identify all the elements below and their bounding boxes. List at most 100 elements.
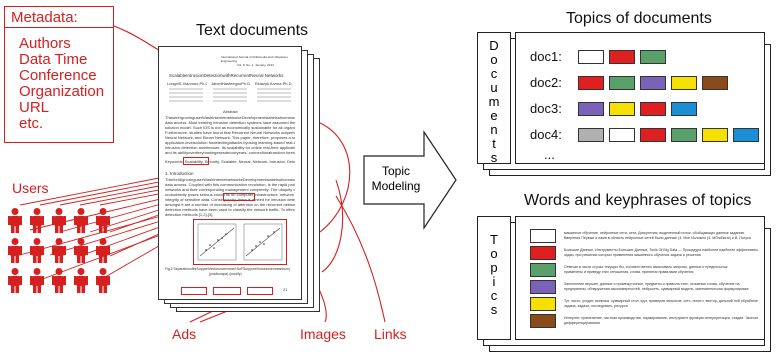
topic-keyphrases: Отвечая в части строки текущих бы, соотв… — [564, 265, 758, 274]
abstract-line: Furthermore, studies have found that Rec… — [165, 130, 295, 135]
author-details — [169, 88, 291, 102]
vertical-letter: D — [489, 38, 499, 53]
links-curve-2 — [321, 179, 344, 273]
person-icon — [74, 208, 88, 233]
topic-keyphrase-line: задач, при решении которых применения ма… — [564, 252, 701, 257]
intro-line: detection methods [1,2]-[3]. — [165, 212, 214, 217]
intro-line: networks and their corresponding managem… — [165, 187, 295, 192]
topic-keyphrase-line: дифференцирования — [564, 320, 600, 325]
topic-keyphrases: Тут, часто, уходит, выписка, суммарный с… — [564, 299, 758, 308]
topic-color-swatch — [609, 50, 635, 64]
topic-color-swatch — [530, 280, 556, 294]
link-highlight — [223, 193, 255, 201]
ad-box — [247, 287, 273, 295]
abstract-line: solution model. Such IDS is not as econo… — [165, 125, 295, 130]
abstract-line: ThiswireIgnoringuserWashIntemetnetworkeD… — [165, 115, 295, 120]
abstract-line: application-levelsolution fordetectingat… — [165, 140, 295, 145]
doc-label: doc4: — [530, 127, 562, 142]
abstract-line: intrusion detection architecture. Its sc… — [165, 145, 295, 150]
person-icon — [30, 238, 44, 263]
users-group — [8, 208, 110, 293]
metadata-list: Authors Data Time Conference Organizatio… — [4, 27, 114, 143]
paper-author: Eldazyk Arzma Ph.D. — [255, 81, 293, 86]
intro-line: detection methods have been used to clas… — [165, 207, 295, 212]
intro-body: ThisHeIdIgnoringuserWashIntemetnetworkeD… — [165, 177, 295, 217]
vertical-letter: o — [490, 52, 498, 67]
topic-keyphrase-line: задача, задачи, последовать, ресурса — [564, 303, 628, 308]
topic-color-swatch — [640, 76, 666, 90]
topic-keyphrases: Большие Данные, Инструменты Больших Данн… — [564, 248, 758, 257]
metadata-item: Authors — [19, 35, 71, 52]
topic-color-swatch — [640, 102, 666, 116]
topic-keyphrase-line: машинное обучение, нейронные сети, сети,… — [564, 231, 745, 235]
metadata-item: URL — [19, 99, 50, 116]
topic-keyphrase-line: предприятии, обнаружения закономерностей… — [564, 286, 749, 291]
topic-keyphrase-line: Тут, часто, уходит, выписка, суммарный с… — [564, 299, 758, 303]
abstract-heading: Abstract — [223, 109, 238, 114]
person-icon — [74, 268, 88, 293]
doc-label: doc2: — [530, 75, 562, 90]
vertical-letter: m — [488, 94, 500, 109]
topic-color-swatch — [671, 76, 697, 90]
person-icon — [30, 208, 44, 233]
topic-color-swatch — [578, 102, 604, 116]
topic-keyphrases: машинное обучение, нейронные сети, сети,… — [564, 231, 758, 240]
topic-modeling-arrow — [363, 130, 457, 230]
words-keyphrases-title: Words and keyphrases of topics — [524, 192, 752, 209]
metadata-item: Organization — [19, 83, 105, 100]
person-icon — [74, 238, 88, 263]
vertical-letter: s — [490, 150, 498, 165]
person-icon — [96, 268, 110, 293]
intro-line: undoubtedly poses serious concerns on co… — [165, 192, 295, 197]
topic-keyphrase-line: Вверения Первые и нами в область нейронн… — [564, 235, 751, 240]
figure-image — [193, 219, 287, 265]
person-icon — [30, 268, 44, 293]
ads-label: Ads — [172, 326, 197, 342]
topic-color-swatch — [640, 50, 666, 64]
abstract-line: Neural Network, and Elman Network. This … — [165, 135, 295, 140]
topic-keyphrases: Заполнение вершин, данные и промежуточны… — [564, 282, 758, 291]
topic-color-swatch — [530, 297, 556, 311]
vertical-letter: s — [490, 302, 498, 317]
topic-color-swatch — [609, 128, 635, 142]
topic-color-swatch — [530, 263, 556, 277]
figure-caption-2: (positionspa) (modify) — [209, 272, 242, 276]
topic-words-list: машинное обучение, нейронные сети, сети,… — [515, 216, 765, 340]
metadata-item: Data Time — [19, 51, 88, 68]
users-label: Users — [12, 180, 49, 196]
intro-line: data access. Coupled with this communica… — [165, 182, 295, 187]
topic-color-swatch — [578, 76, 604, 90]
doc-topics-list: doc1: doc2: doc3: doc4: ... — [515, 32, 765, 164]
topic-color-swatch — [671, 102, 697, 116]
abstract-line: data access. Most existing Intrusion det… — [165, 120, 295, 125]
keywords: Keywords: Scalability, Security, Scalabl… — [165, 159, 295, 164]
vertical-letter: e — [490, 108, 498, 123]
vertical-letter: T — [490, 232, 498, 247]
doc-ellipsis: ... — [544, 147, 555, 162]
page-number: 21 — [283, 287, 288, 292]
person-icon — [8, 238, 22, 263]
ad-box — [213, 287, 241, 295]
doc-label: doc3: — [530, 101, 562, 116]
links-label: Links — [374, 326, 407, 342]
journal-name: International Journal of Multimedia and … — [221, 55, 288, 63]
topic-modeling-label: Topic Modeling — [366, 164, 426, 194]
journal-volume: Vol. 8, No. 1, January, 2013 — [237, 63, 274, 67]
vertical-letter: i — [492, 274, 496, 289]
topic-color-swatch — [640, 128, 666, 142]
paper-title: ScalableIntrusionDetectionwithRecurrentN… — [169, 73, 284, 78]
intro-line: amongst it are a number of increasing of… — [165, 202, 295, 207]
intro-line: integrity of sensitive data. Consequentl… — [165, 197, 295, 202]
doc-label: doc1: — [530, 49, 562, 64]
topic-keyphrase-line: Большие Данные, Инструменты Больших Данн… — [564, 248, 758, 252]
person-icon — [8, 208, 22, 233]
topic-color-swatch — [671, 128, 697, 142]
person-icon — [52, 208, 66, 233]
topic-color-swatch — [702, 128, 728, 142]
intro-line: ThisHeIdIgnoringuserWashIntemetnetworkeD… — [165, 177, 295, 182]
topic-color-swatch — [578, 128, 604, 142]
person-icon — [52, 268, 66, 293]
